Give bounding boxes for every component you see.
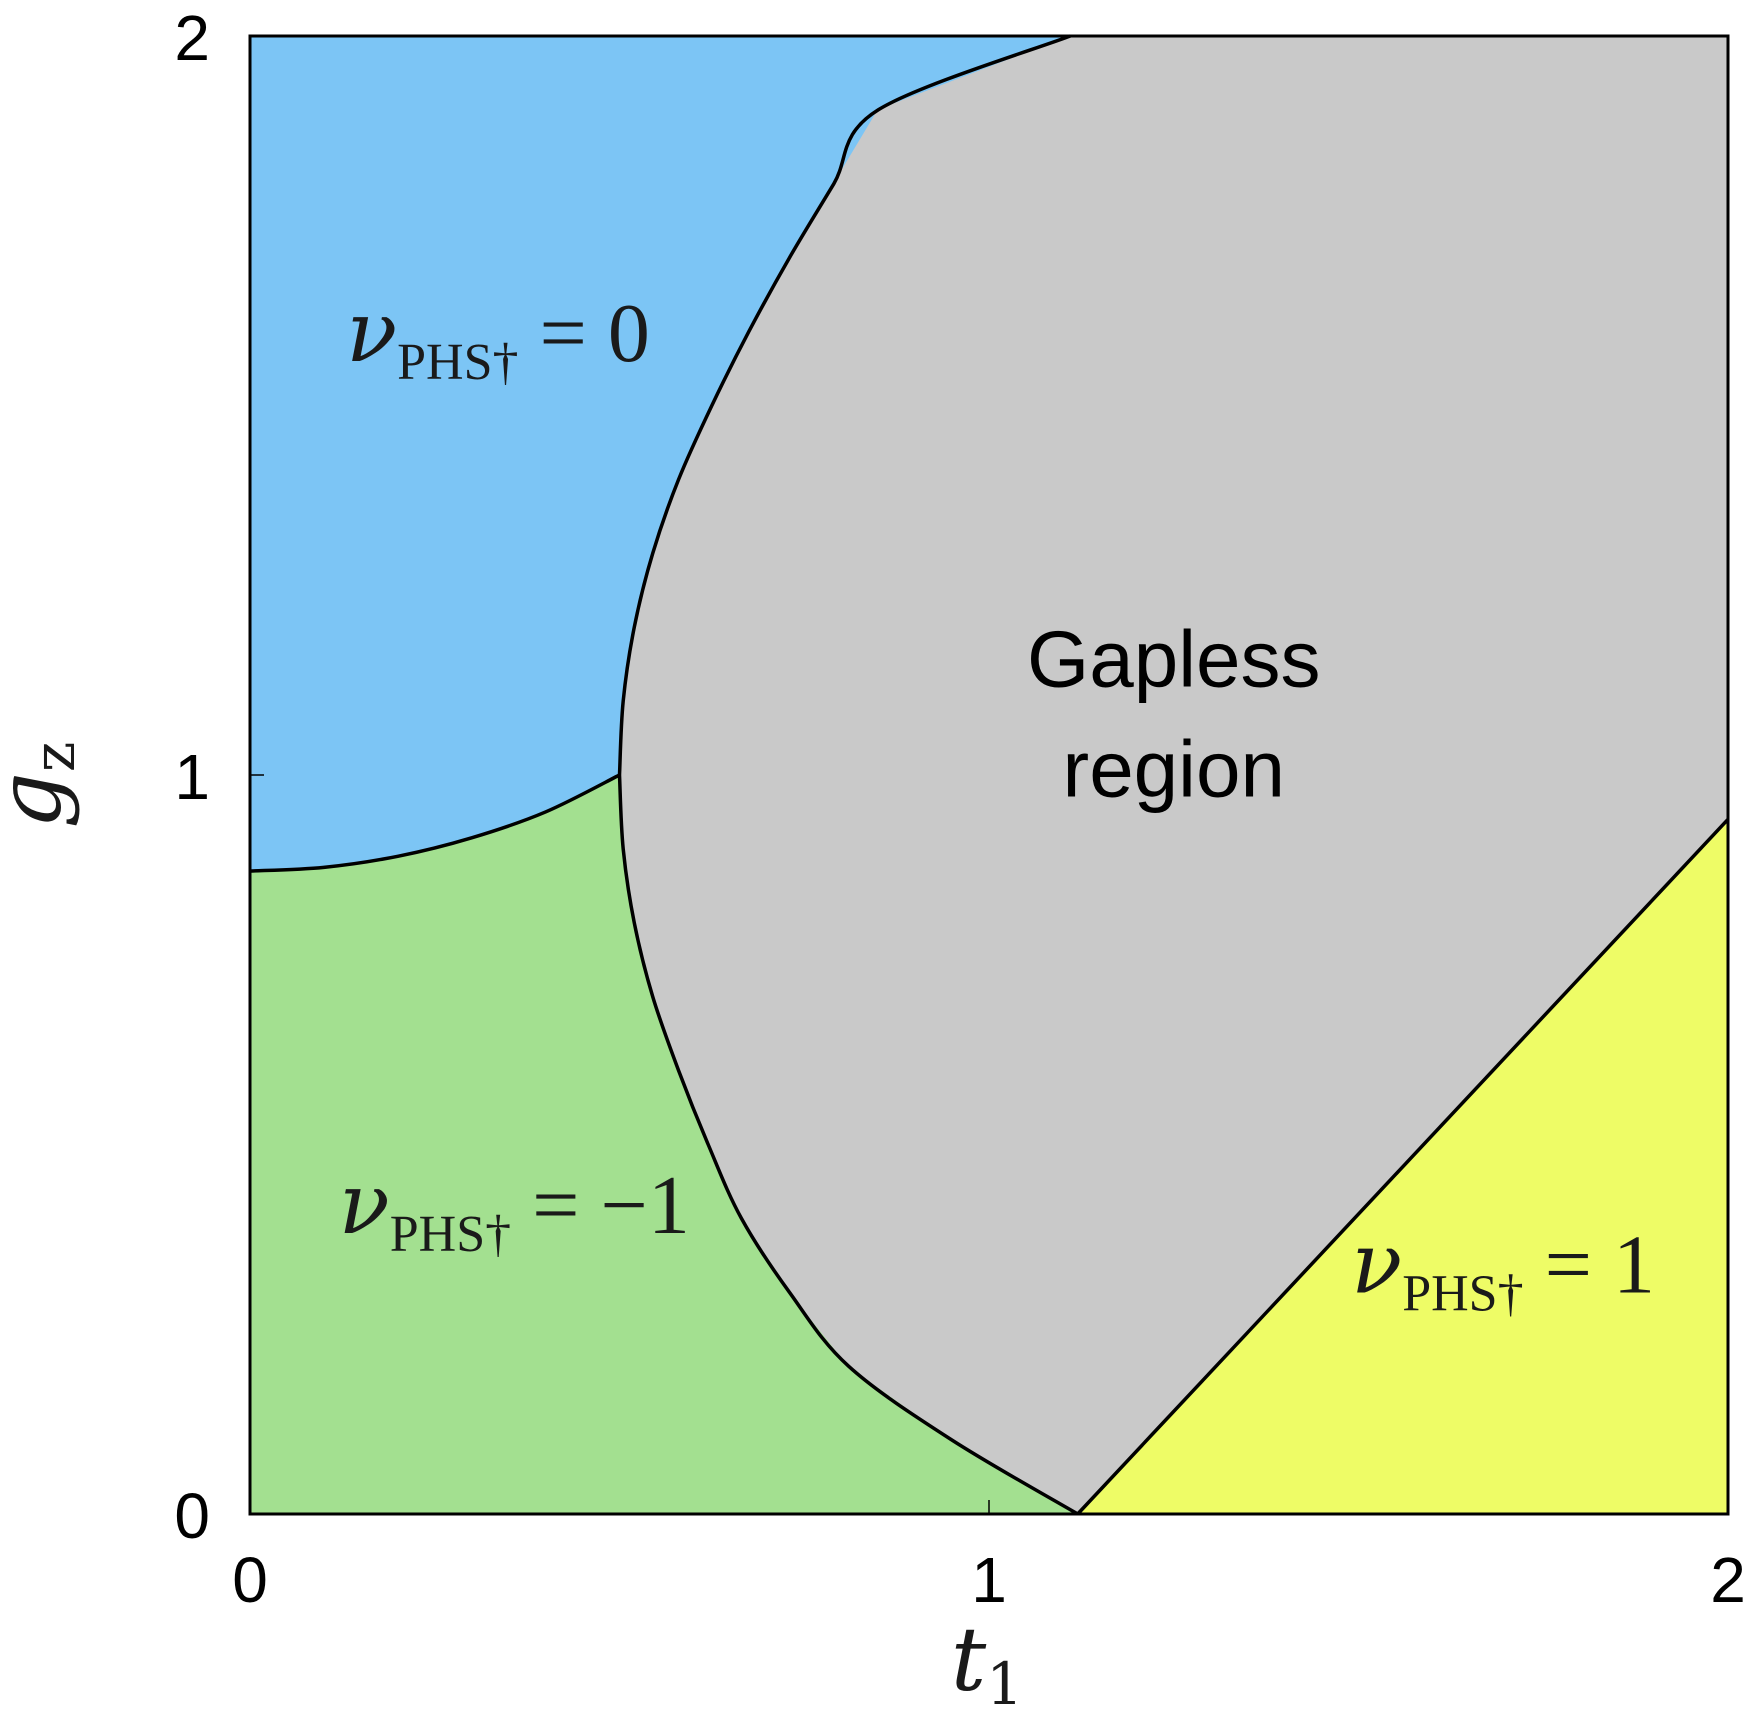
boundary-left-upper [617, 34, 1071, 776]
boundary-left-lower [617, 774, 1079, 1516]
label-gapless-line-1: Gapless [1027, 614, 1320, 703]
phase-boundaries [249, 34, 1730, 1516]
boundary-yellow [1076, 818, 1730, 1516]
x-tick-label: 2 [1710, 1544, 1746, 1616]
y-axis-label: gz [0, 742, 88, 829]
x-tick-label: 0 [232, 1544, 268, 1616]
label-nu-minus-1: νPHS† = −1 [339, 1155, 690, 1263]
x-tick-label: 1 [971, 1544, 1007, 1616]
label-gapless-line-2: region [1063, 724, 1285, 813]
axis-ticks [249, 35, 1729, 1515]
y-tick-label: 2 [174, 2, 210, 74]
x-axis-label-sub: 1 [986, 1650, 1023, 1718]
y-tick-label: 1 [174, 741, 210, 813]
tick-labels: 0 1 2 0 1 2 [174, 2, 1745, 1616]
x-axis-label-main: t [951, 1608, 987, 1711]
label-nu-0: νPHS† = 0 [346, 283, 650, 391]
y-tick-label: 0 [174, 1480, 210, 1552]
y-axis-label-main: g [0, 772, 81, 828]
region-labels: νPHS† = 0 νPHS† = −1 νPHS† = 1 Gapless regio… [339, 283, 1655, 1322]
boundary-blue-green [249, 773, 621, 873]
x-axis-label: t1 [951, 1608, 1023, 1718]
label-nu-1: νPHS† = 1 [1351, 1214, 1655, 1322]
y-axis-label-sub: z [20, 742, 88, 773]
